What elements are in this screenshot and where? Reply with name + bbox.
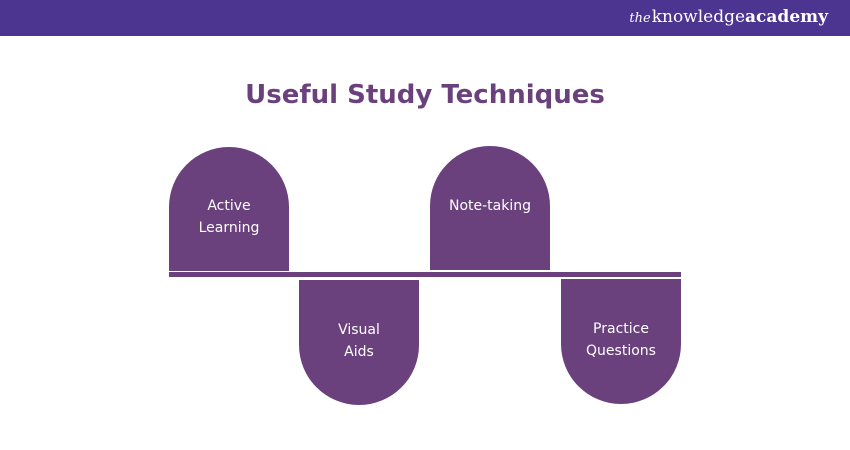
technique-label-line1: Visual [338,322,380,338]
brand-main: knowledge [651,7,746,27]
timeline-line [169,272,681,277]
technique-active-learning: Active Learning [169,147,289,271]
header-bar: theknowledgeacademy [0,0,850,36]
technique-label: Note-taking [430,195,550,217]
technique-label-line1: Practice [593,321,649,337]
technique-label: Visual Aids [299,319,419,363]
technique-visual-aids: Visual Aids [299,280,419,405]
technique-label-line2: Questions [586,343,656,359]
technique-label: Active Learning [169,195,289,239]
brand-prefix: the [629,11,651,26]
technique-label-line1: Note-taking [448,198,532,214]
technique-note-taking: Note-taking [430,146,550,270]
brand-logo: theknowledgeacademy [629,7,828,29]
technique-label-line1: Active [207,198,251,214]
technique-practice-questions: Practice Questions [561,279,681,404]
technique-label: Practice Questions [561,318,681,362]
technique-label-line2: Learning [198,220,260,236]
technique-label-line2: Aids [344,344,374,360]
brand-bold: academy [745,7,828,27]
page-title: Useful Study Techniques [245,80,605,110]
